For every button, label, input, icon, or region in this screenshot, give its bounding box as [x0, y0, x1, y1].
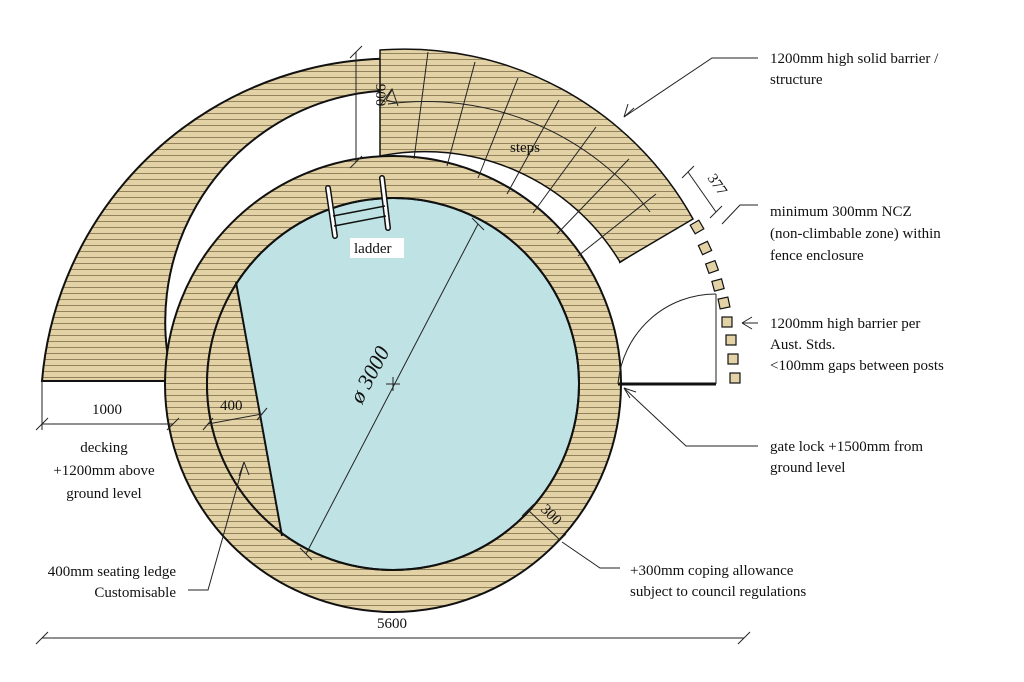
steps-label: steps [510, 140, 540, 156]
svg-text:5600: 5600 [377, 616, 407, 632]
seating-label-1: 400mm seating ledge [48, 564, 177, 580]
decking-label-1: decking [80, 440, 128, 456]
ncz-label-1: minimum 300mm NCZ [770, 204, 912, 220]
dim-377: 377 [681, 165, 730, 219]
seating-label-2: Customisable [94, 585, 176, 601]
steps-area [379, 48, 695, 264]
gate-label-2: ground level [770, 460, 845, 476]
leader-lines [188, 57, 758, 591]
decking-label-3: ground level [66, 486, 141, 502]
svg-text:377: 377 [704, 171, 730, 199]
dim-900: 900 [349, 45, 388, 169]
svg-text:400: 400 [220, 398, 243, 414]
ncz-label-3: fence enclosure [770, 248, 864, 264]
seating-ledge [207, 200, 282, 570]
gate [617, 293, 717, 386]
barrier-label-2: Aust. Stds. [770, 337, 835, 353]
ladder-label: ladder [354, 241, 391, 257]
steps-group [379, 48, 695, 264]
dim-400: 400 [202, 398, 268, 431]
coping-label-2: subject to council regulations [630, 584, 806, 600]
svg-text:900: 900 [372, 84, 388, 107]
decking-label-2: +1200mm above [53, 463, 155, 479]
ladder [325, 175, 391, 239]
seating-ledge-edge [235, 281, 283, 537]
gate-label-1: gate lock +1500mm from [770, 439, 923, 455]
dim-5600: 5600 [35, 616, 751, 645]
dim-1000: 1000 [35, 381, 180, 431]
coping-label-1: +300mm coping allowance [630, 563, 794, 579]
barrier-label-3: <100mm gaps between posts [770, 358, 944, 374]
solid-barrier-label-1: 1200mm high solid barrier / [770, 51, 939, 67]
solid-barrier-label-2: structure [770, 72, 823, 88]
barrier-label-1: 1200mm high barrier per [770, 316, 920, 332]
barrier-posts [689, 219, 741, 384]
ncz-label-2: (non-climbable zone) within [770, 226, 941, 242]
svg-text:1000: 1000 [92, 402, 122, 418]
